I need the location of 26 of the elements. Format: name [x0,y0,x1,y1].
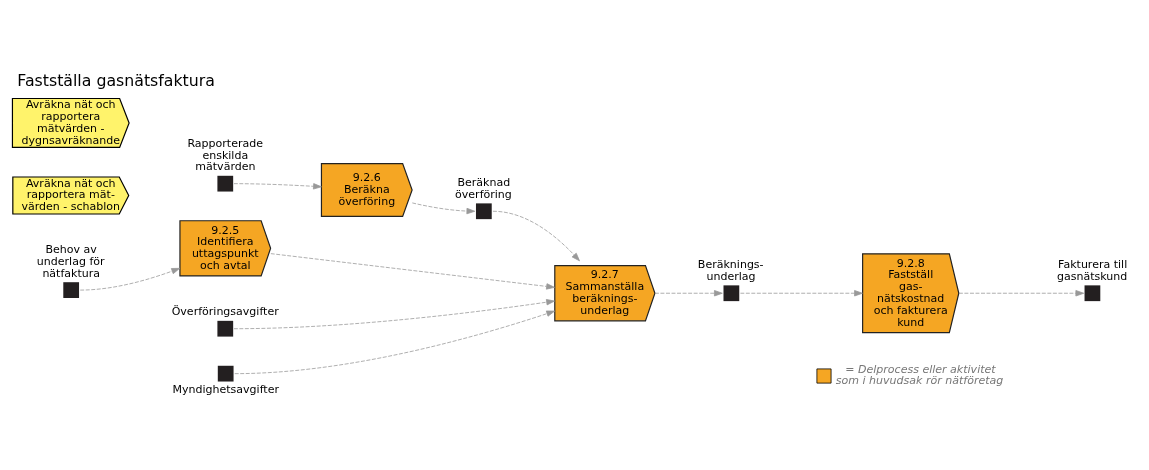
arrow [958,289,1085,296]
node-label: Fakturera till gasnätskund [1056,257,1128,283]
arrow [79,267,181,290]
node-box [475,202,492,219]
node-box [217,175,234,192]
arrow [740,289,863,296]
node-box [217,320,234,337]
node-label: Behov av underlag för nätfaktura [36,242,105,280]
node-box [217,365,234,382]
node-label: Beräknings- underlag [697,257,764,283]
legend-label: = Delprocess eller aktivitet som i huvudsak rör nätföretag [835,362,1004,387]
arrow [411,202,476,214]
arrow [654,289,723,296]
diagram-title: Fastställa gasnätsfaktura [17,70,215,90]
node-box [1084,284,1101,301]
node-label: Överföringsavgifter [171,304,279,318]
arrow [270,252,555,290]
arrow [492,210,580,261]
node-label: Beräknad överföring [455,175,512,201]
node-label: Myndighetsavgifter [172,382,279,396]
node-label: Rapporterade enskilda mätvärden [187,136,264,173]
node-box [63,281,80,298]
node-box [723,284,740,301]
arrow [234,310,556,374]
arrow [233,298,555,329]
arrow [233,182,322,189]
